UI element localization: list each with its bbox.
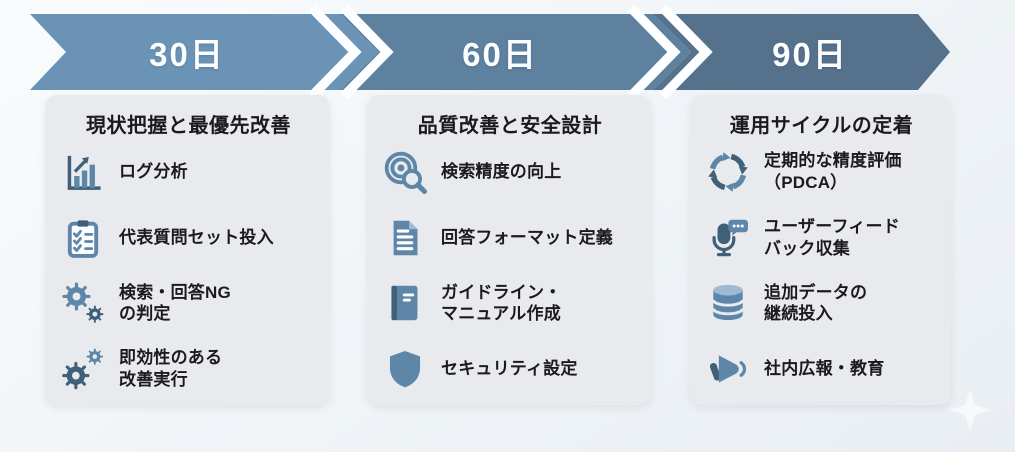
card-title: 品質改善と安全設計 [417,115,603,137]
list-item: 回答フォーマット定義 [382,212,638,264]
stage-label-60-days: 60日 [462,36,538,73]
stage-label-90-days: 90日 [772,36,848,73]
list-item: 代表質問セット投入 [60,212,317,264]
database-icon [705,280,751,326]
list-item: 社内広報・教育 [705,343,938,395]
card-title: 現状把握と最優先改善 [86,115,291,137]
item-label: 定期的な精度評価 （PDCA） [764,151,902,192]
item-label: 回答フォーマット定義 [441,227,613,247]
list-item: ログ分析 [60,146,317,198]
item-label: 検索精度の向上 [441,162,562,182]
book-icon [382,280,428,326]
item-label: ログ分析 [119,162,188,182]
list-item: 検索・回答NG の判定 [60,277,317,329]
sparkle-watermark-icon [948,388,992,432]
item-label: 検索・回答NG の判定 [119,282,231,324]
item-list: ログ分析 代表質問セット投入 検索・回答NG の判定 即効性のある 改善実行 [60,146,317,395]
stage-card: 品質改善と安全設計 検索精度の向上 回答フォーマット定義 ガイドライン・ マニュ… [367,95,651,405]
gears-icon [60,280,106,326]
item-list: 検索精度の向上 回答フォーマット定義 ガイドライン・ マニュアル作成 セキュリテ… [382,146,638,395]
item-label: ガイドライン・ マニュアル作成 [441,282,562,324]
chevron-separator-icon [308,4,713,100]
list-item: 即効性のある 改善実行 [60,343,317,395]
cycle-arrows-icon [705,149,751,195]
document-icon [382,215,428,261]
shield-icon [382,346,428,392]
list-item: 追加データの 継続投入 [705,277,938,329]
list-item: ユーザーフィード バック収集 [705,212,938,264]
search-target-icon [382,149,428,195]
list-item: ガイドライン・ マニュアル作成 [382,277,638,329]
megaphone-icon [705,346,751,392]
bar-chart-icon [60,149,106,195]
stage-card: 現状把握と最優先改善 ログ分析 代表質問セット投入 検索・回答NG の判定 即効… [45,95,330,405]
item-label: 代表質問セット投入 [119,227,274,247]
item-label: ユーザーフィード バック収集 [764,216,900,258]
card-title: 運用サイクルの定着 [729,115,914,137]
stage-label-30-days: 30日 [149,36,225,73]
item-label: 即効性のある 改善実行 [119,348,223,389]
stage-chevron-3 [653,14,950,90]
stage-card: 運用サイクルの定着 定期的な精度評価 （PDCA） ユーザーフィード バック収集… [690,95,951,405]
item-label: 追加データの 継続投入 [764,282,868,324]
gears-alt-icon [60,346,106,392]
list-item: 検索精度の向上 [382,146,638,198]
item-label: 社内広報・教育 [764,359,885,379]
item-list: 定期的な精度評価 （PDCA） ユーザーフィード バック収集 追加データの 継続… [705,146,938,395]
mic-feedback-icon [705,215,751,261]
item-label: セキュリティ設定 [441,359,578,379]
clipboard-checklist-icon [60,215,106,261]
stage-chevron-1 [30,14,378,90]
stage-chevron-2 [340,14,691,90]
list-item: 定期的な精度評価 （PDCA） [705,146,938,198]
timeline-banner [30,4,950,100]
list-item: セキュリティ設定 [382,343,638,395]
